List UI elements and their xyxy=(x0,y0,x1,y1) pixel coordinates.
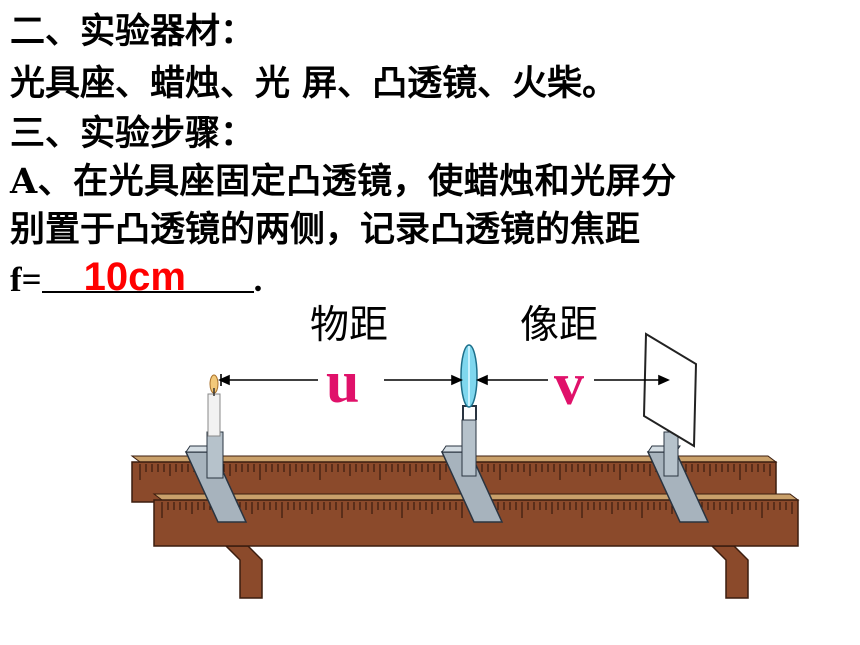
materials-list: 光具座、蜡烛、光 屏、凸透镜、火柴。 xyxy=(10,63,618,104)
lens-holder xyxy=(440,405,504,523)
image-distance-arrow xyxy=(476,374,670,386)
candle-holder xyxy=(184,431,248,523)
convex-lens xyxy=(460,344,478,408)
focal-prefix: f= xyxy=(10,260,42,299)
object-distance-symbol: u xyxy=(326,349,360,415)
focal-answer-blank: 10cm xyxy=(41,255,254,299)
step-a-line-2: 别置于凸透镜的两侧，记录凸透镜的焦距 xyxy=(10,209,641,250)
focal-suffix: . xyxy=(253,260,263,299)
object-distance-arrow xyxy=(218,374,463,386)
focal-answer: 10cm xyxy=(83,255,186,299)
step-a-line-1: A、在光具座固定凸透镜，使蜡烛和光屏分 xyxy=(10,161,677,202)
light-screen xyxy=(642,332,698,448)
candle xyxy=(207,374,221,437)
object-distance-label: 物距 xyxy=(310,303,389,348)
section-title-materials: 二、实验器材： xyxy=(10,11,256,52)
image-distance-label: 像距 xyxy=(520,303,599,348)
focal-length-line: f= 10cm. xyxy=(10,255,263,302)
section-title-steps: 三、实验步骤： xyxy=(10,113,256,154)
bench-legs xyxy=(224,545,749,599)
image-distance-symbol: v xyxy=(554,351,584,417)
